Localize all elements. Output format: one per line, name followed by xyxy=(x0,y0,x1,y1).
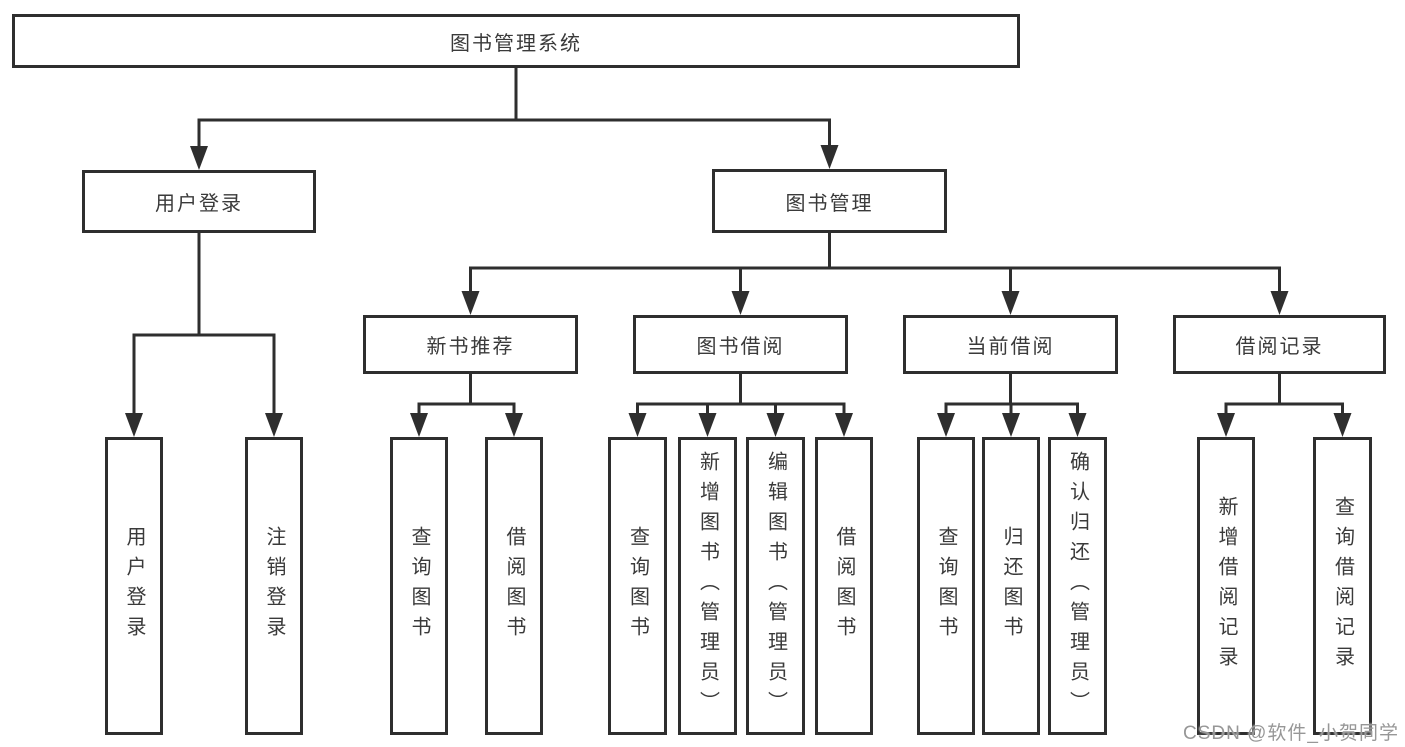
node-label: 归还图书 xyxy=(1000,526,1022,646)
node-label: 图书借阅 xyxy=(696,336,785,358)
arrowhead-borrow-record xyxy=(1270,291,1289,315)
arrowhead-cb-confirm-return xyxy=(1068,413,1087,437)
node-label: 图书管理 xyxy=(785,192,874,215)
arrowhead-logout-login xyxy=(265,413,283,437)
diagram-node-bb-edit-book: 编辑图书（管理员） xyxy=(746,437,805,735)
diagram-node-borrow-record: 借阅记录 xyxy=(1173,315,1386,374)
arrowhead-nb-borrow-book xyxy=(505,413,523,437)
node-label: 当前借阅 xyxy=(966,336,1055,358)
diagram-node-book-mgmt: 图书管理 xyxy=(712,169,947,233)
node-label: 借阅图书 xyxy=(833,526,855,646)
diagram-node-logout-login: 注销登录 xyxy=(245,437,303,735)
arrowhead-current-borrow xyxy=(1001,291,1020,315)
arrowhead-user-login xyxy=(125,413,143,437)
watermark: CSDN @软件_小贺同学 xyxy=(1183,723,1399,744)
diagram-node-br-query-record: 查询借阅记录 xyxy=(1313,437,1372,735)
arrowhead-bb-add-book xyxy=(698,413,717,437)
node-label: 编辑图书（管理员） xyxy=(764,451,787,721)
node-label: 确认归还（管理员） xyxy=(1066,451,1089,721)
arrowhead-nb-query-book xyxy=(410,413,428,437)
connector-path xyxy=(132,68,1344,417)
diagram-node-bb-borrow-book: 借阅图书 xyxy=(815,437,873,735)
arrowhead-new-book-rec xyxy=(461,291,480,315)
diagram-node-cb-confirm-return: 确认归还（管理员） xyxy=(1048,437,1107,735)
node-label: 注销登录 xyxy=(263,526,285,646)
diagram-node-cb-query-book: 查询图书 xyxy=(917,437,975,735)
arrowhead-bb-borrow-book xyxy=(835,413,853,437)
diagram-node-nb-query-book: 查询图书 xyxy=(390,437,448,735)
arrowhead-bb-query-book xyxy=(628,413,647,437)
diagram-node-br-add-record: 新增借阅记录 xyxy=(1197,437,1255,735)
diagram-node-user-login-branch: 用户登录 xyxy=(82,170,316,233)
arrowhead-cb-return-book xyxy=(1002,413,1020,437)
diagram-node-user-login: 用户登录 xyxy=(105,437,163,735)
diagram-node-root: 图书管理系统 xyxy=(12,14,1020,68)
diagram-node-bb-add-book: 新增图书（管理员） xyxy=(678,437,737,735)
node-label: 用户登录 xyxy=(155,193,243,215)
arrowhead-user-login-branch xyxy=(190,146,208,170)
node-label: 新书推荐 xyxy=(426,336,515,358)
node-label: 查询图书 xyxy=(935,526,957,646)
arrowhead-br-add-record xyxy=(1217,413,1235,437)
node-label: 图书管理系统 xyxy=(450,32,582,55)
diagram-node-new-book-rec: 新书推荐 xyxy=(363,315,578,374)
arrowhead-cb-query-book xyxy=(937,413,955,437)
node-label: 查询借阅记录 xyxy=(1331,496,1354,676)
node-label: 借阅图书 xyxy=(503,526,525,646)
arrowhead-book-mgmt xyxy=(820,145,839,169)
node-label: 借阅记录 xyxy=(1235,336,1324,358)
arrowhead-bb-edit-book xyxy=(766,413,785,437)
arrowhead-br-query-record xyxy=(1333,413,1352,437)
diagram-node-current-borrow: 当前借阅 xyxy=(903,315,1118,374)
node-label: 新增图书（管理员） xyxy=(696,451,719,721)
diagram-node-cb-return-book: 归还图书 xyxy=(982,437,1040,735)
arrowhead-book-borrow xyxy=(731,291,750,315)
node-label: 查询图书 xyxy=(626,526,649,646)
diagram-node-nb-borrow-book: 借阅图书 xyxy=(485,437,543,735)
diagram-node-book-borrow: 图书借阅 xyxy=(633,315,848,374)
node-label: 用户登录 xyxy=(123,526,145,646)
node-label: 查询图书 xyxy=(408,526,430,646)
diagram-node-bb-query-book: 查询图书 xyxy=(608,437,667,735)
node-label: 新增借阅记录 xyxy=(1215,496,1237,676)
